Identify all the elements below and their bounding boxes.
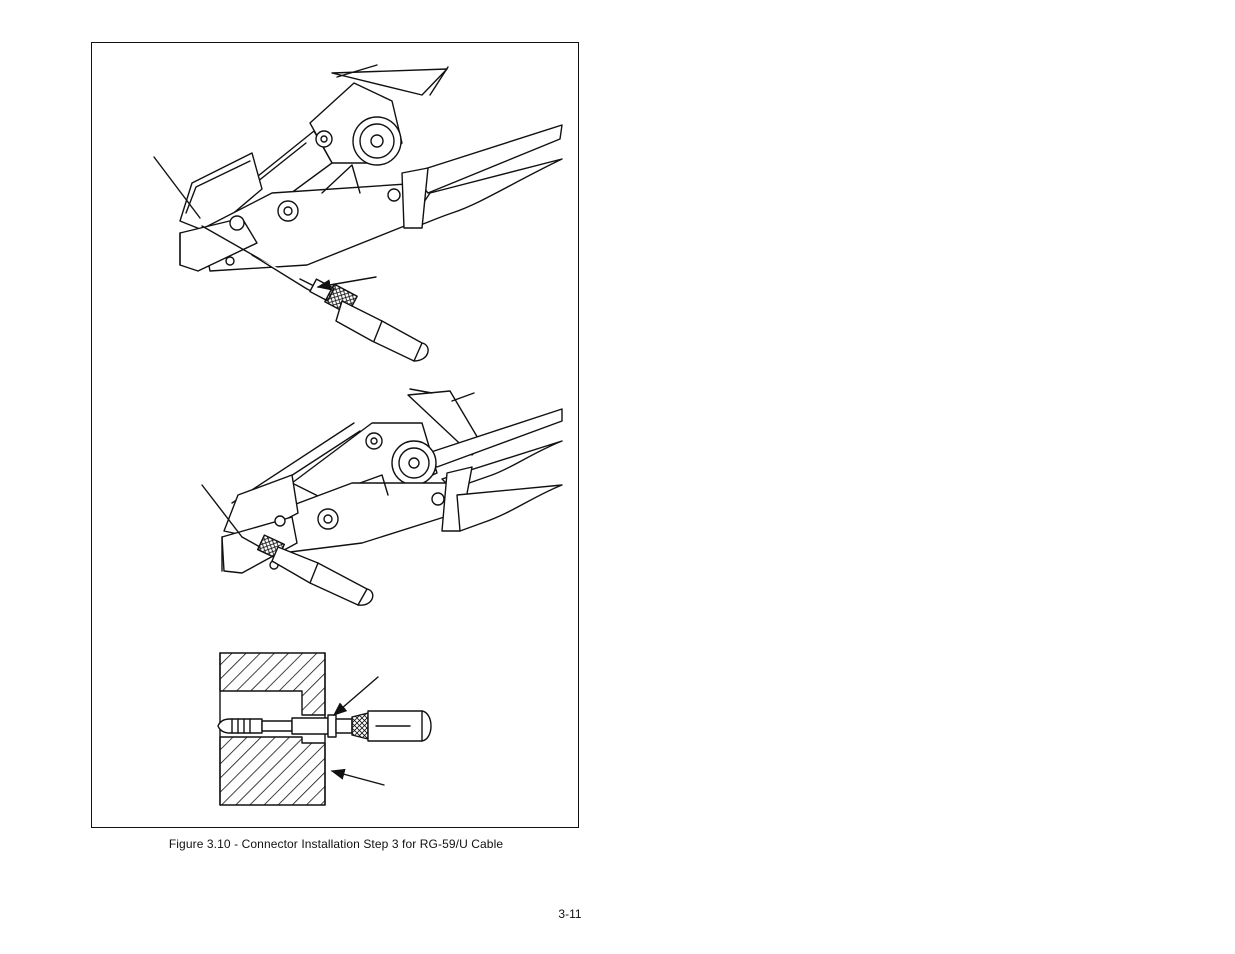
callout-arrow-die-2 [330,768,385,786]
crimp-tool-closed-panel [201,388,563,606]
figure-caption: Figure 3.10 - Connector Installation Ste… [168,837,504,851]
figure-frame [91,42,579,828]
crimp-tool-open-panel [153,64,563,362]
callout-arrow [316,276,377,291]
callout-arrow-die [332,676,379,716]
die-cross-section-panel [217,652,432,806]
connector-installation-illustration [153,64,563,806]
page-number: 3-11 [558,907,582,921]
callout-leader-line [153,156,201,219]
callout-leader-line-2 [201,484,243,538]
